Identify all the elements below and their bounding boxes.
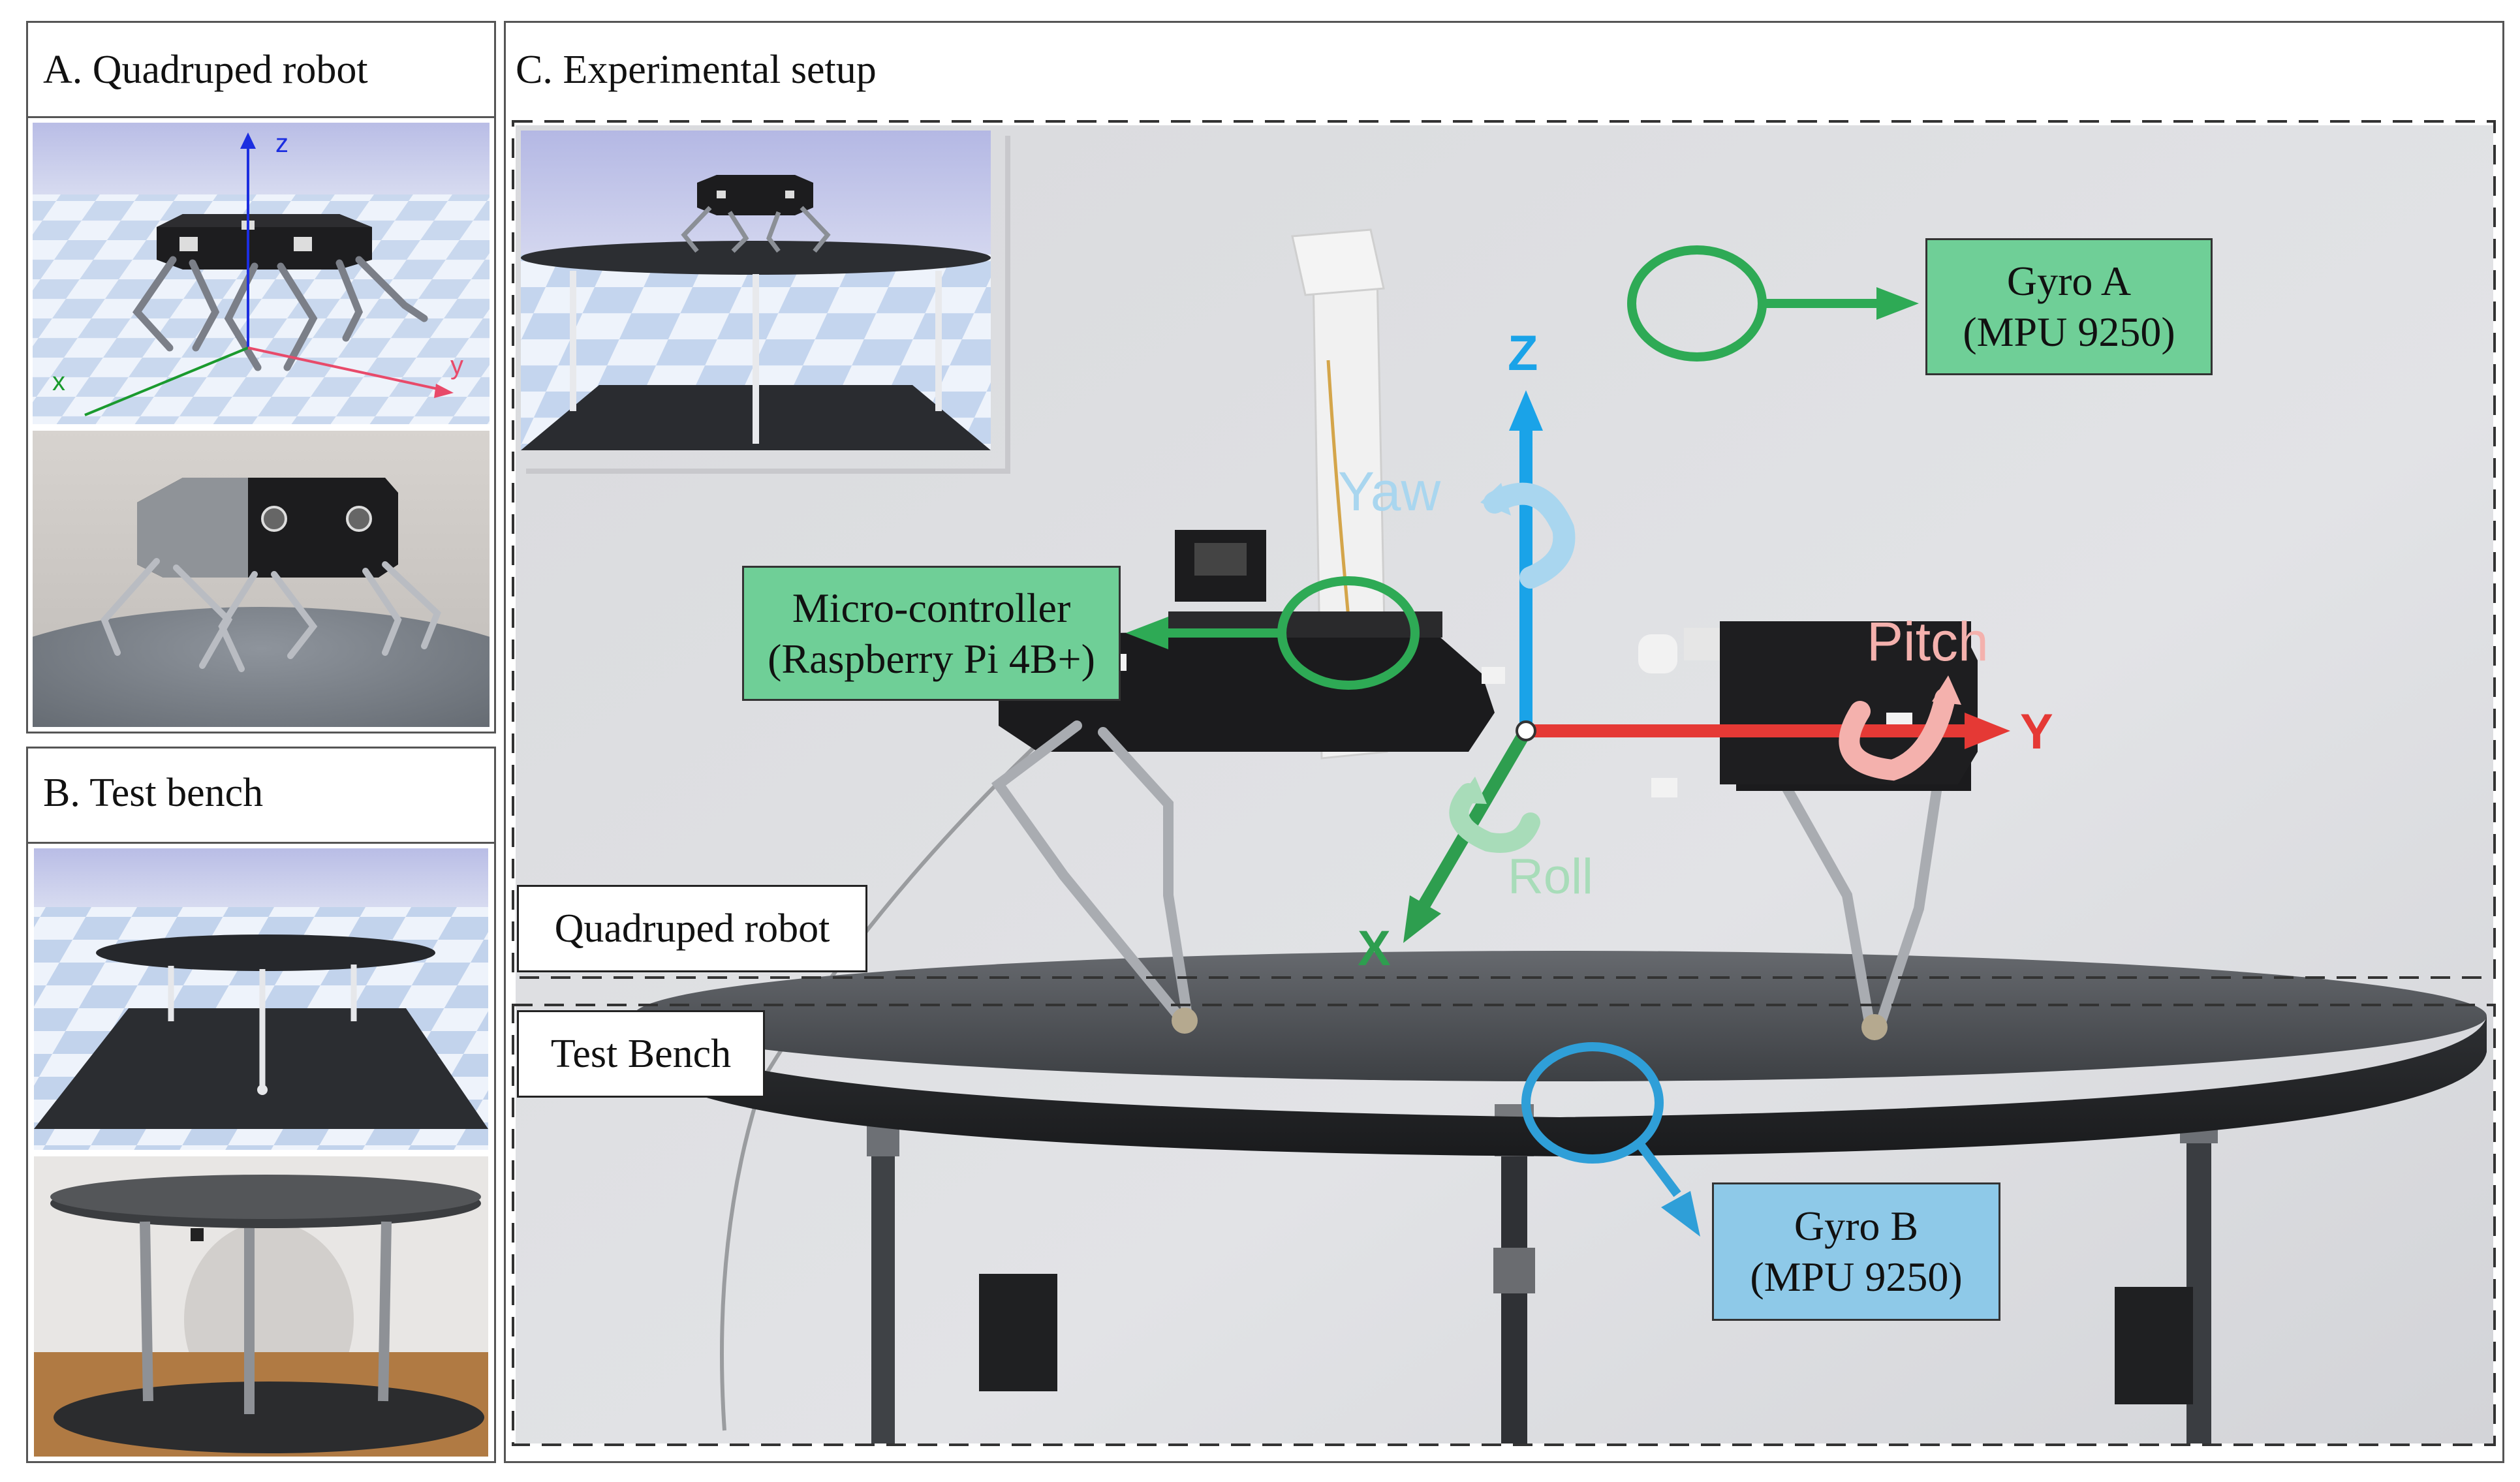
panel-c-title: C. Experimental setup bbox=[516, 48, 877, 92]
sim-bench-image bbox=[34, 848, 488, 1150]
robot-y-label: Y bbox=[2020, 704, 2053, 760]
micro-controller-model: (Raspberry Pi 4B+) bbox=[768, 635, 1095, 682]
panel-a-title: A. Quadruped robot bbox=[43, 48, 368, 92]
real-bench-photo bbox=[34, 1156, 488, 1457]
micro-controller-box: Micro-controller (Raspberry Pi 4B+) bbox=[742, 566, 1121, 701]
robot-z-label: Z bbox=[1508, 326, 1538, 381]
yaw-label: Yaw bbox=[1338, 461, 1441, 522]
gyro-b-model: (MPU 9250) bbox=[1750, 1254, 1963, 1300]
sim-y-label: y bbox=[450, 351, 463, 380]
panel-b-title: B. Test bench bbox=[43, 771, 264, 815]
gyro-b-title: Gyro B bbox=[1794, 1203, 1919, 1249]
panel-a-title-divider bbox=[26, 116, 496, 118]
robot-x-label: X bbox=[1358, 921, 1391, 976]
roll-label: Roll bbox=[1508, 849, 1593, 904]
gyro-a-model: (MPU 9250) bbox=[1963, 309, 2175, 355]
gyro-a-box: Gyro A (MPU 9250) bbox=[1925, 238, 2213, 375]
sim-inset-image bbox=[521, 131, 1005, 469]
test-bench-label: Test Bench bbox=[517, 1010, 765, 1098]
quadruped-robot-label: Quadruped robot bbox=[517, 885, 867, 972]
panel-b-title-divider bbox=[26, 842, 496, 844]
pitch-label: Pitch bbox=[1867, 611, 1989, 672]
sim-z-label: z bbox=[275, 129, 288, 158]
gyro-b-box: Gyro B (MPU 9250) bbox=[1712, 1182, 2000, 1321]
micro-controller-title: Micro-controller bbox=[792, 584, 1071, 631]
gyro-a-title: Gyro A bbox=[2006, 258, 2132, 304]
sim-x-label: x bbox=[52, 367, 65, 396]
real-robot-photo bbox=[33, 431, 490, 727]
sim-robot-image: z x y bbox=[33, 123, 490, 424]
